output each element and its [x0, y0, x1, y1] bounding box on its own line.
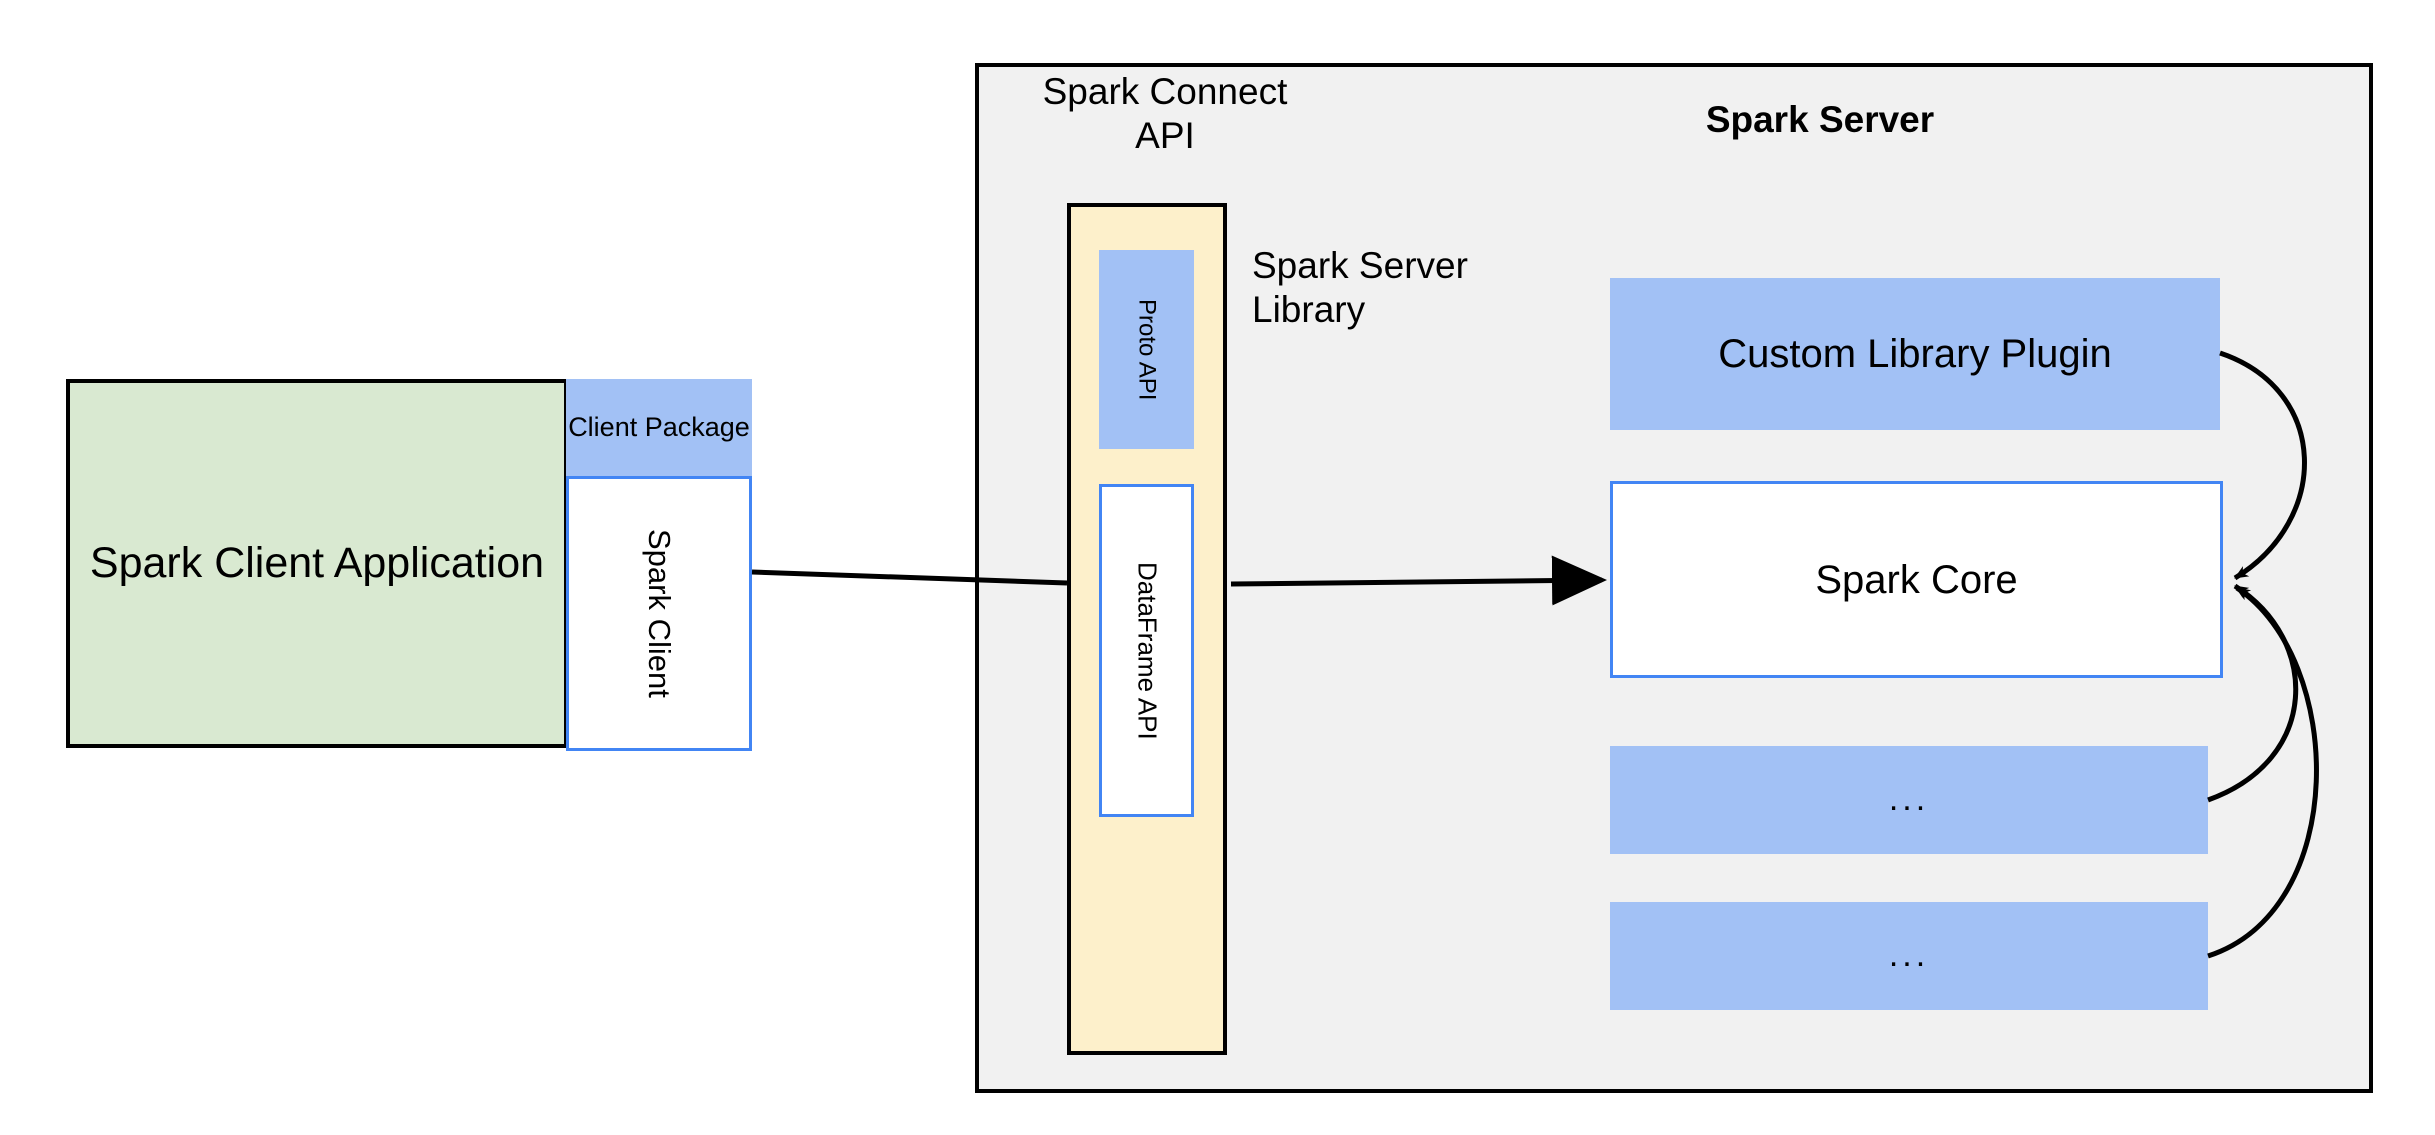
- spark-client-application-label: Spark Client Application: [89, 538, 545, 587]
- custom-library-plugin-box[interactable]: Custom Library Plugin: [1610, 278, 2220, 430]
- spark-connect-api-label: Spark Connect API: [1042, 71, 1288, 157]
- spark-server-title: Spark Server: [1705, 99, 1935, 140]
- component-placeholder-1-label: ...: [1888, 780, 1930, 819]
- spark-client-application-box[interactable]: Spark Client Application: [66, 379, 568, 748]
- component-placeholder-2-label: ...: [1888, 936, 1930, 975]
- proto-api-label: Proto API: [1133, 298, 1161, 401]
- client-package-label: Client Package: [568, 411, 750, 442]
- custom-library-plugin-label: Custom Library Plugin: [1718, 332, 2112, 376]
- spark-server-library-label: Spark Server Library: [1252, 245, 1468, 331]
- dataframe-api-label: DataFrame API: [1132, 561, 1163, 740]
- proto-api-box[interactable]: Proto API: [1099, 250, 1194, 449]
- spark-client-label: Spark Client: [641, 529, 677, 698]
- client-package-box[interactable]: Client Package: [566, 379, 752, 476]
- spark-core-box[interactable]: Spark Core: [1610, 481, 2223, 678]
- spark-core-label: Spark Core: [1815, 557, 2018, 602]
- spark-client-box[interactable]: Spark Client: [566, 476, 752, 751]
- component-placeholder-1-box[interactable]: ...: [1610, 746, 2208, 854]
- dataframe-api-box[interactable]: DataFrame API: [1099, 484, 1194, 817]
- component-placeholder-2-box[interactable]: ...: [1610, 902, 2208, 1010]
